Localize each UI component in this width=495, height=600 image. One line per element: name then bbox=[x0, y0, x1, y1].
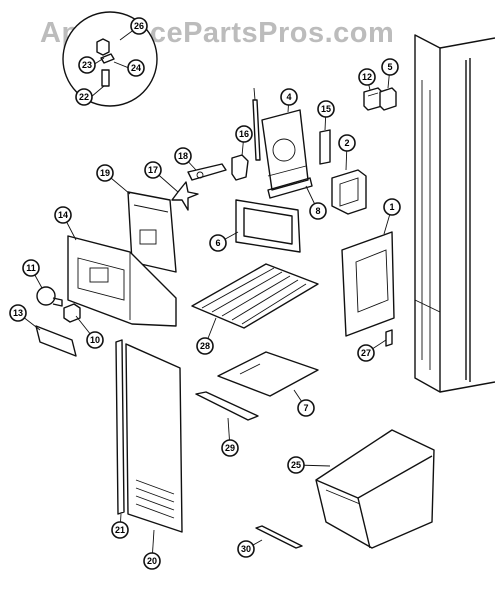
callout-15: 15 bbox=[317, 100, 335, 118]
svg-text:14: 14 bbox=[58, 210, 68, 220]
small-bracket bbox=[319, 129, 331, 165]
callout-26: 26 bbox=[130, 17, 148, 35]
switch-part bbox=[363, 87, 383, 111]
sensor-probe bbox=[252, 99, 261, 161]
svg-text:12: 12 bbox=[362, 72, 372, 82]
svg-text:24: 24 bbox=[131, 63, 141, 73]
svg-text:29: 29 bbox=[225, 443, 235, 453]
svg-text:28: 28 bbox=[200, 341, 210, 351]
control-bracket bbox=[261, 109, 309, 191]
side-panel bbox=[125, 343, 183, 533]
storage-bin bbox=[315, 429, 435, 549]
svg-text:10: 10 bbox=[90, 335, 100, 345]
callout-2: 2 bbox=[338, 134, 356, 152]
inset-detail bbox=[62, 11, 158, 107]
shelf-trim bbox=[195, 391, 259, 421]
svg-text:11: 11 bbox=[26, 263, 36, 273]
lamp-socket bbox=[63, 303, 81, 323]
wire-harness bbox=[187, 163, 227, 181]
svg-text:22: 22 bbox=[79, 92, 89, 102]
callout-10: 10 bbox=[86, 331, 104, 349]
seal-strip bbox=[115, 339, 125, 515]
callout-1: 1 bbox=[383, 198, 401, 216]
shelf-clip bbox=[385, 329, 393, 347]
callout-25: 25 bbox=[287, 456, 305, 474]
light-shield bbox=[35, 325, 77, 357]
svg-text:16: 16 bbox=[239, 129, 249, 139]
svg-text:26: 26 bbox=[134, 21, 144, 31]
svg-text:8: 8 bbox=[315, 206, 320, 216]
svg-text:2: 2 bbox=[344, 138, 349, 148]
svg-text:25: 25 bbox=[291, 460, 301, 470]
wire-shelf bbox=[191, 263, 319, 329]
svg-text:15: 15 bbox=[321, 104, 331, 114]
svg-text:30: 30 bbox=[241, 544, 251, 554]
callout-22: 22 bbox=[75, 88, 93, 106]
svg-text:20: 20 bbox=[147, 556, 157, 566]
svg-text:7: 7 bbox=[303, 403, 308, 413]
cabinet-liner bbox=[414, 34, 495, 393]
callout-29: 29 bbox=[221, 439, 239, 457]
evaporator-housing bbox=[67, 235, 177, 327]
callout-5: 5 bbox=[381, 58, 399, 76]
svg-text:4: 4 bbox=[286, 92, 291, 102]
callout-14: 14 bbox=[54, 206, 72, 224]
svg-text:21: 21 bbox=[115, 525, 125, 535]
svg-text:17: 17 bbox=[148, 165, 158, 175]
callout-16: 16 bbox=[235, 125, 253, 143]
callout-21: 21 bbox=[111, 521, 129, 539]
callout-8: 8 bbox=[309, 202, 327, 220]
svg-text:1: 1 bbox=[389, 202, 394, 212]
svg-text:18: 18 bbox=[178, 151, 188, 161]
mounting-strip bbox=[267, 177, 313, 199]
svg-text:6: 6 bbox=[215, 238, 220, 248]
callout-19: 19 bbox=[96, 164, 114, 182]
rear-panel bbox=[341, 231, 395, 337]
callout-28: 28 bbox=[196, 337, 214, 355]
callout-6: 6 bbox=[209, 234, 227, 252]
clip-part bbox=[231, 154, 249, 181]
light-bulb bbox=[36, 286, 63, 307]
svg-text:5: 5 bbox=[387, 62, 392, 72]
svg-text:13: 13 bbox=[13, 308, 23, 318]
callout-7: 7 bbox=[297, 399, 315, 417]
callout-13: 13 bbox=[9, 304, 27, 322]
callout-12: 12 bbox=[358, 68, 376, 86]
callout-4: 4 bbox=[280, 88, 298, 106]
damper-housing bbox=[331, 169, 367, 215]
callout-18: 18 bbox=[174, 147, 192, 165]
svg-text:27: 27 bbox=[361, 348, 371, 358]
trim-strip bbox=[255, 525, 303, 549]
evaporator-cover bbox=[127, 191, 177, 273]
callout-24: 24 bbox=[127, 59, 145, 77]
trim-frame bbox=[235, 199, 301, 253]
svg-text:19: 19 bbox=[100, 168, 110, 178]
fan-blade bbox=[171, 181, 199, 211]
callout-17: 17 bbox=[144, 161, 162, 179]
callout-20: 20 bbox=[143, 552, 161, 570]
callout-30: 30 bbox=[237, 540, 255, 558]
callout-23: 23 bbox=[78, 56, 96, 74]
callout-27: 27 bbox=[357, 344, 375, 362]
switch-part-2 bbox=[379, 87, 397, 111]
glass-shelf bbox=[217, 351, 319, 397]
svg-text:23: 23 bbox=[82, 60, 92, 70]
callout-11: 11 bbox=[22, 259, 40, 277]
callouts: 1 2 4 5 6 7 8 10 11 12 13 14 15 16 17 18… bbox=[9, 17, 401, 570]
